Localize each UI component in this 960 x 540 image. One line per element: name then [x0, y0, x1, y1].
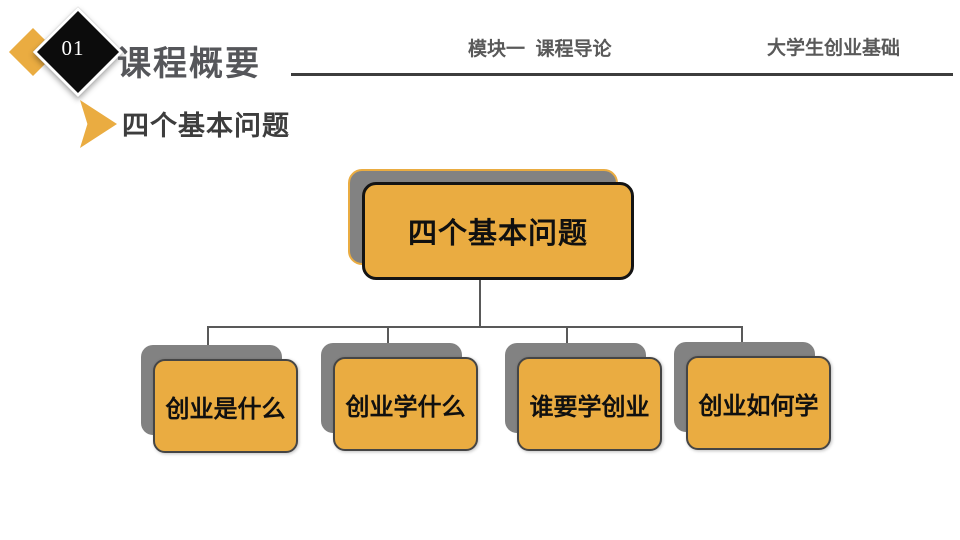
diagram-child-node: 创业是什么	[153, 359, 298, 453]
diagram-child-node: 创业学什么	[333, 357, 478, 451]
module-label: 模块一 课程导论	[468, 39, 612, 60]
diagram-child-node: 谁要学创业	[517, 357, 662, 451]
arrow-right-icon	[80, 100, 117, 148]
connector-riser	[479, 275, 481, 327]
connector-drop	[566, 327, 568, 346]
connector-horizontal	[207, 326, 743, 328]
section-title: 四个基本问题	[122, 111, 290, 141]
page-title: 课程概要	[117, 45, 261, 83]
root-node: 四个基本问题	[362, 182, 634, 280]
connector-drop	[741, 327, 743, 346]
connector-drop	[387, 327, 389, 346]
connector-drop	[207, 327, 209, 346]
diagram-child-node: 创业如何学	[686, 356, 831, 450]
course-label: 大学生创业基础	[766, 38, 900, 59]
header-divider	[291, 73, 953, 76]
chapter-number: 01	[61, 36, 85, 60]
